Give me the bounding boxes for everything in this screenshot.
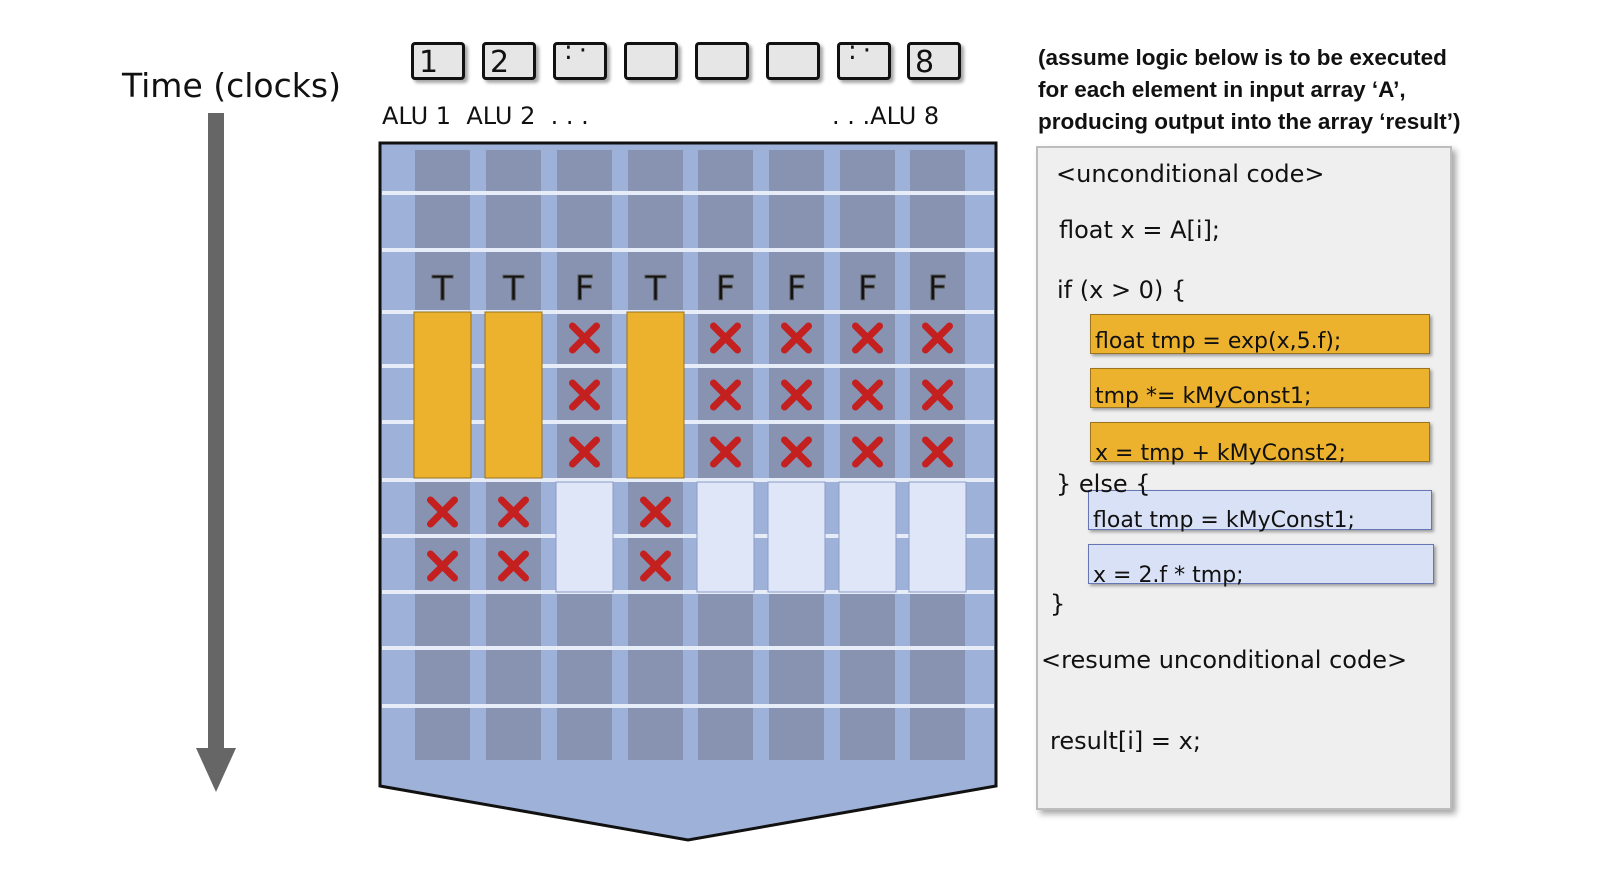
note-line-3: producing output into the array ‘result’… (1038, 109, 1461, 134)
row-separator (382, 478, 994, 482)
time-arrow-shaft (208, 113, 224, 753)
masked-lane-cross (569, 436, 600, 468)
else-branch-block (838, 481, 897, 593)
code-resume: <resume unconditional code> (1041, 646, 1408, 674)
note-line-1: (assume logic below is to be executed (1038, 45, 1447, 70)
masked-lane-cross (781, 322, 812, 354)
row-separator (382, 420, 994, 424)
masked-lane-cross (852, 379, 883, 411)
row-separator (382, 248, 994, 252)
else-branch-block (555, 481, 614, 593)
alu-box-5 (695, 42, 749, 80)
note-line-2: for each element in input array ‘A’, (1038, 77, 1406, 102)
if-branch-block (413, 311, 472, 479)
code-result: result[i] = x; (1050, 727, 1201, 755)
assumption-note: (assume logic below is to be executed fo… (1038, 42, 1498, 138)
row-separator (382, 646, 994, 650)
masked-lane-cross (852, 322, 883, 354)
time-axis-label: Time (clocks) (122, 66, 341, 105)
row-separator (382, 534, 994, 538)
masked-lane-cross (640, 550, 671, 582)
else-branch-block (908, 481, 967, 593)
alu-box-6 (766, 42, 820, 80)
row-separator (382, 310, 994, 314)
code-else: } else { (1056, 470, 1151, 498)
alu-box-1: 1 (411, 42, 465, 80)
alu-box-2: 2 (482, 42, 536, 80)
if-stmt-1: float tmp = exp(x,5.f); (1090, 314, 1430, 354)
masked-lane-cross (427, 550, 458, 582)
row-separator (382, 590, 994, 594)
code-load: float x = A[i]; (1059, 216, 1221, 244)
code-close-brace: } (1050, 590, 1066, 618)
row-separator (382, 704, 994, 708)
masked-lane-cross (852, 436, 883, 468)
ellipsis-dots: :· (564, 36, 594, 66)
predicate-label: F (928, 269, 948, 309)
masked-lane-cross (922, 436, 953, 468)
code-if: if (x > 0) { (1057, 276, 1187, 304)
masked-lane-cross (710, 322, 741, 354)
else-branch-block (696, 481, 755, 593)
masked-lane-cross (710, 436, 741, 468)
row-separator (382, 191, 994, 195)
code-unconditional: <unconditional code> (1056, 160, 1325, 188)
time-arrow-head (196, 748, 236, 792)
masked-lane-cross (922, 322, 953, 354)
alu-label-right: . . .ALU 8 (832, 102, 940, 130)
masked-lane-cross (498, 550, 529, 582)
predicate-label: F (787, 269, 807, 309)
masked-lane-cross (498, 496, 529, 528)
ellipsis-dots: :· (848, 36, 878, 66)
else-branch-block (767, 481, 826, 593)
alu-box-8: 8 (907, 42, 961, 80)
predicate-label: T (644, 269, 666, 309)
masked-lane-cross (781, 379, 812, 411)
masked-lane-cross (569, 322, 600, 354)
alu-label-left: ALU 1 ALU 2 . . . (382, 102, 589, 130)
code-panel (1036, 146, 1452, 810)
masked-lane-cross (781, 436, 812, 468)
masked-lane-cross (640, 496, 671, 528)
if-stmt-3: x = tmp + kMyConst2; (1090, 422, 1430, 466)
if-branch-block (626, 311, 685, 479)
predicate-label: F (858, 269, 878, 309)
grid-background (378, 141, 998, 842)
if-stmt-2: tmp *= kMyConst1; (1090, 368, 1430, 409)
predicate-label: F (716, 269, 736, 309)
row-separator (382, 364, 994, 368)
alu-box-4 (624, 42, 678, 80)
alu-box-7: :· (837, 36, 891, 80)
alu-box-3: :· (553, 36, 607, 80)
predicate-label: T (502, 269, 524, 309)
else-stmt-2: x = 2.f * tmp; (1088, 544, 1434, 588)
masked-lane-cross (710, 379, 741, 411)
if-branch-block (484, 311, 543, 479)
masked-lane-cross (427, 496, 458, 528)
predicate-label: T (431, 269, 453, 309)
masked-lane-cross (922, 379, 953, 411)
masked-lane-cross (569, 379, 600, 411)
else-stmt-1: float tmp = kMyConst1; (1088, 490, 1432, 533)
predicate-label: F (575, 269, 595, 309)
